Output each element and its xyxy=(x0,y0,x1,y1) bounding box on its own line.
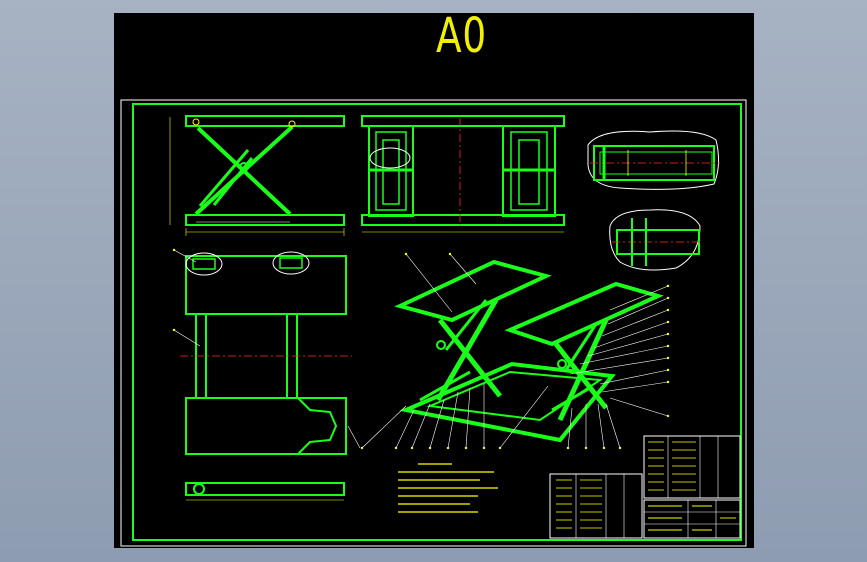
balloon-markers xyxy=(172,248,670,450)
title-block xyxy=(643,499,741,539)
detail-view-a xyxy=(587,130,720,190)
drawing-canvas[interactable] xyxy=(114,13,754,548)
sheet-size-label: A0 xyxy=(436,8,487,64)
leader-lines xyxy=(173,249,669,449)
isometric-assembly-view xyxy=(394,259,664,443)
sheet-outer-border xyxy=(120,99,747,547)
detail-view-b xyxy=(609,209,702,271)
side-elevation-view xyxy=(361,115,565,233)
front-elevation-view xyxy=(169,115,345,236)
technical-requirements-notes xyxy=(398,463,498,513)
sheet-inner-border xyxy=(132,103,742,541)
parts-list-table xyxy=(549,435,741,539)
bottom-rail-view xyxy=(185,482,345,501)
plan-view xyxy=(180,251,352,455)
